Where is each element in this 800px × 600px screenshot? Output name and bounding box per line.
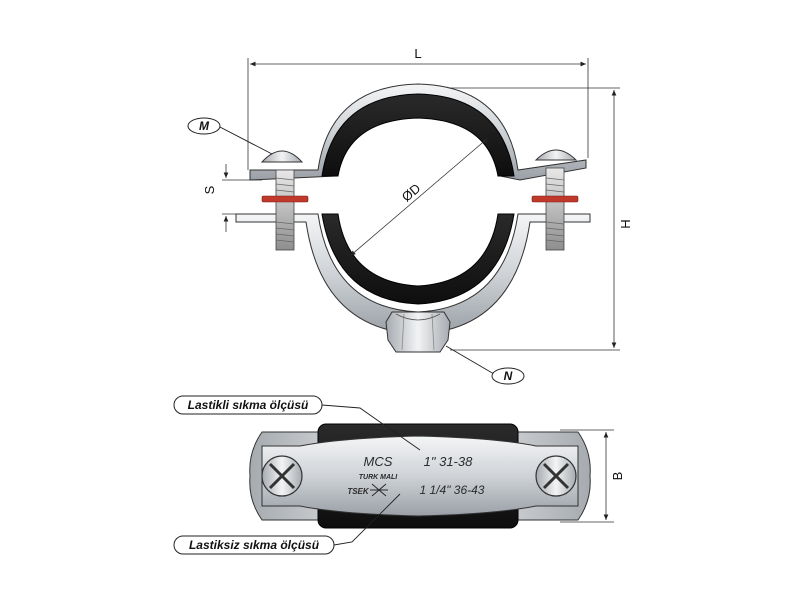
dimension-diameter-label: ØD: [399, 181, 424, 205]
top-view-left-screw: [261, 455, 303, 497]
callout-rubber-size-label: Lastikli sıkma ölçüsü: [188, 398, 309, 412]
right-washer-seal: [531, 195, 579, 203]
dimension-width-label: B: [610, 472, 625, 481]
bottom-nut: [385, 311, 451, 353]
left-washer-seal: [261, 195, 309, 203]
band-stamp: MCS 1" 31-38 TURK MALI TSEK 1 1/4" 36-43: [347, 454, 484, 497]
callout-bolt: M: [187, 117, 273, 155]
stamp-size-bare: 1 1/4" 36-43: [420, 483, 485, 497]
callout-bare-size-label: Lastiksiz sıkma ölçüsü: [189, 538, 320, 552]
left-screw: [260, 150, 309, 251]
dimension-thickness-label: S: [202, 185, 217, 194]
stamp-size-rubber: 1" 31-38: [424, 454, 473, 469]
right-screw-shaft: [545, 167, 565, 251]
dimension-height: H: [420, 87, 633, 351]
rubber-lining-top: [321, 93, 515, 177]
top-view-band: [261, 435, 579, 517]
top-view-right-screw: [535, 455, 577, 497]
callout-rubber-size: Lastikli sıkma ölçüsü: [173, 395, 421, 451]
callout-nut-label: N: [504, 369, 513, 383]
left-screw-shaft: [275, 169, 295, 251]
dimension-length: L: [247, 46, 589, 170]
stamp-origin: TURK MALI: [359, 474, 399, 481]
dimension-diameter: ØD: [349, 137, 489, 257]
top-view: B MCS 1" 31-38 TURK MALI TSEK: [173, 395, 625, 555]
rubber-lining-bottom: [321, 213, 515, 305]
stamp-code: TSEK: [347, 487, 370, 496]
callout-bolt-label: M: [199, 119, 210, 133]
right-screw: [531, 149, 579, 251]
left-screw-head: [260, 150, 304, 163]
front-view: L H S ØD: [187, 46, 633, 385]
dimension-height-label: H: [618, 219, 633, 228]
callout-bare-size: Lastiksiz sıkma ölçüsü: [173, 493, 401, 555]
callout-nut: N: [445, 345, 525, 385]
stamp-brand: MCS: [364, 454, 393, 469]
right-screw-head: [534, 149, 578, 161]
dimension-length-label: L: [414, 46, 421, 61]
stamp-symbol-icon: [370, 483, 388, 497]
dimension-width: B: [560, 429, 625, 523]
steel-band-bottom: [235, 213, 591, 335]
